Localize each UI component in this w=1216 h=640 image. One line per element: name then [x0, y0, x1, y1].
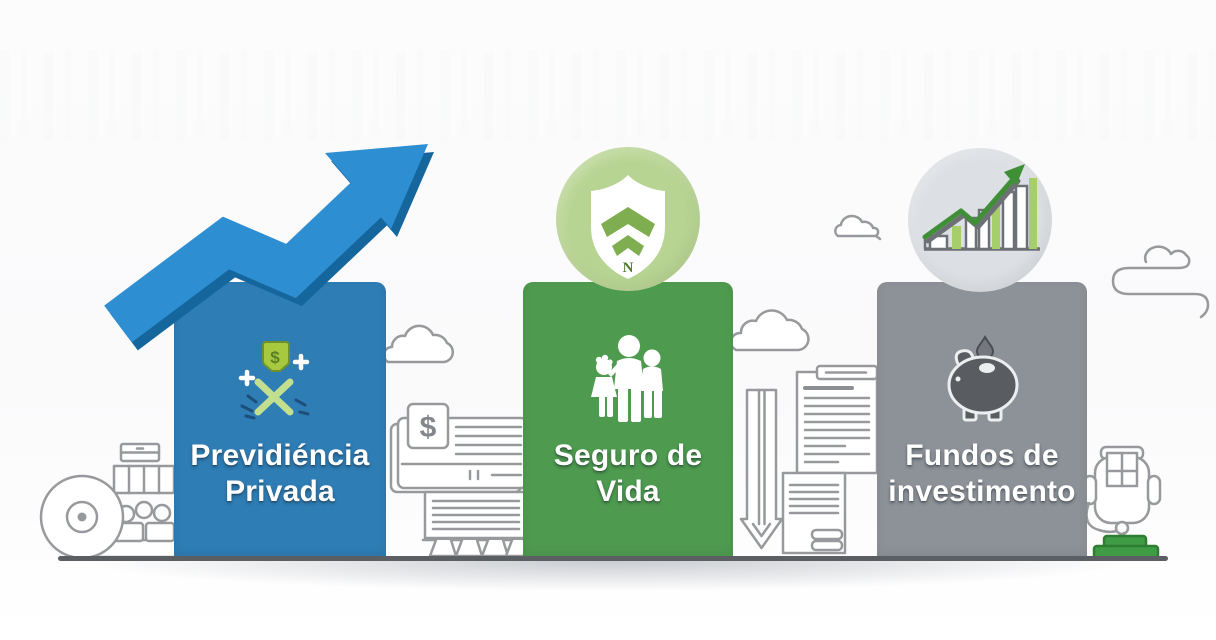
cloud-icon: [382, 324, 454, 364]
money-badge-cross-icon: $: [238, 341, 310, 420]
trophy-base: [1092, 534, 1160, 560]
ground-shadow: [30, 561, 1186, 601]
microphone-trophy: [1082, 445, 1162, 560]
documents-line-art: [781, 364, 879, 555]
chart-medallion: [908, 148, 1052, 292]
motion-dashes: [240, 394, 310, 420]
ground-line: [58, 556, 1168, 561]
shield-medallion: N: [556, 147, 700, 291]
swoosh-cloud-icon: [1111, 245, 1210, 319]
down-arrow-line-art: [739, 388, 784, 550]
growth-bars-icon: [922, 164, 1040, 251]
faint-skyline-texture: [0, 50, 1216, 140]
family-icon: [591, 335, 663, 422]
plus-marks: [238, 353, 310, 387]
shield-check-icon: N: [591, 175, 665, 279]
badge-dollar-sign: $: [270, 348, 280, 367]
small-cloud-icon: [834, 214, 882, 241]
bank-terminal-line-art: $: [389, 402, 530, 558]
dollar-sign: $: [420, 411, 437, 444]
cross-lines: [254, 378, 294, 416]
piggy-bank-icon: [947, 334, 1019, 422]
shield-monogram: N: [623, 260, 634, 276]
cloud-icon: [729, 309, 810, 352]
